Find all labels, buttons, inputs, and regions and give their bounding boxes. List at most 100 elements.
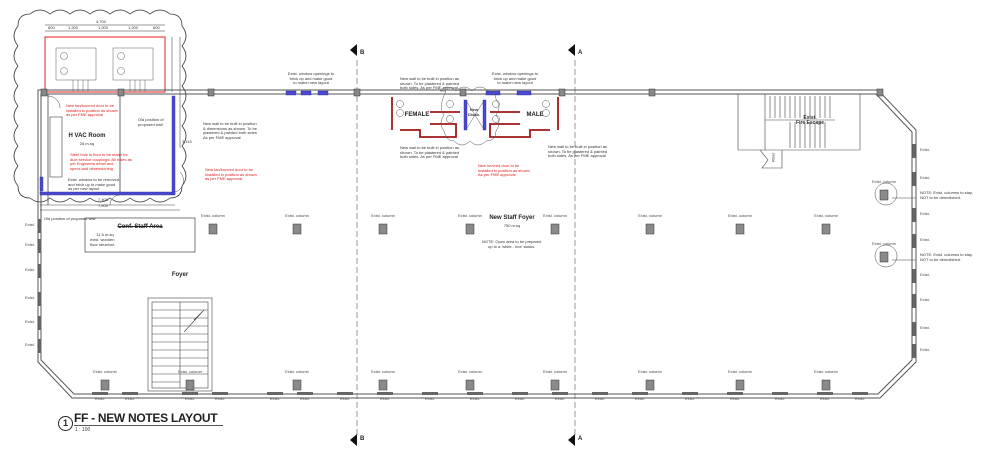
- section-a-label: A: [578, 50, 583, 56]
- exist-window-label: Exist.: [125, 396, 135, 401]
- column-label: Exist. column: [178, 369, 202, 374]
- room-area-conf: 11.6 m.sq: [96, 232, 114, 237]
- column-label: Exist. column: [814, 369, 838, 374]
- revision-cloud-column: [874, 182, 916, 268]
- existing-column: [550, 379, 560, 391]
- exist-window-label: Exist.: [25, 267, 35, 272]
- exist-window-label: Exist.: [25, 222, 35, 227]
- column-label: Exist. column: [638, 369, 662, 374]
- existing-column: [645, 223, 655, 235]
- existing-column: [735, 223, 745, 235]
- exist-window-label: Exist.: [270, 396, 280, 401]
- exist-window: [38, 292, 42, 306]
- exist-window: [122, 392, 138, 395]
- exist-window: [912, 322, 916, 336]
- room-name-staff-foyer: New Staff Foyer: [489, 215, 535, 221]
- hvac-unit: [55, 47, 154, 92]
- exist-window: [852, 392, 868, 395]
- exist-window: [912, 344, 916, 358]
- exist-window: [38, 316, 42, 330]
- dimension: 1,000: [98, 25, 109, 30]
- conf-staff-area-box: [84, 217, 196, 253]
- column-label: Exist. column: [93, 369, 117, 374]
- exist-window-label: Exist.: [775, 396, 785, 401]
- note-disab-door: New louvred door to be installed in posi…: [478, 163, 530, 178]
- exist-window-label: Exist.: [25, 319, 35, 324]
- exist-window: [912, 172, 916, 186]
- exist-window-label: Exist.: [855, 396, 865, 401]
- exist-window-label: Exist.: [820, 396, 830, 401]
- door-swing: [109, 194, 121, 206]
- room-name-riser: Riser: [770, 152, 776, 162]
- column-label: Exist. column: [458, 213, 482, 218]
- exist-window: [912, 234, 916, 248]
- note-columns-stay-1: NOTE: Exist. columns to stay. NOT to be …: [920, 190, 973, 200]
- door-swing: [174, 171, 184, 193]
- existing-column: [292, 379, 302, 391]
- existing-column: [378, 223, 388, 235]
- column-label: Exist. column: [728, 213, 752, 218]
- column-label: Exist. column: [814, 213, 838, 218]
- dimension: 3,115: [182, 139, 192, 144]
- existing-column: [292, 223, 302, 235]
- exist-window-label: Exist.: [340, 396, 350, 401]
- existing-column: [645, 379, 655, 391]
- section-line: [356, 60, 576, 438]
- column-label: Exist. column: [638, 213, 662, 218]
- existing-column: [821, 379, 831, 391]
- exist-window: [912, 144, 916, 158]
- dimension: 7,400: [98, 197, 109, 202]
- exist-window: [912, 294, 916, 308]
- column-label: Exist. column: [872, 241, 896, 246]
- room-name-disabled: New Disab.: [468, 107, 481, 117]
- section-b-label: B: [360, 50, 365, 56]
- exist-window: [682, 392, 698, 395]
- section-marker-icon: [350, 44, 575, 446]
- revision-cloud-hvac: [13, 9, 187, 203]
- dimension-overall: 4,700: [96, 19, 107, 24]
- toilet-block: [391, 97, 559, 138]
- exist-window: [182, 392, 198, 395]
- exist-window-label: Exist.: [185, 396, 195, 401]
- wall-column: [353, 88, 361, 97]
- note-window-left: Exist. window openings to brick up and m…: [288, 71, 335, 86]
- floor-opening: [49, 116, 63, 178]
- exist-window-label: Exist.: [95, 396, 105, 401]
- column-label: Exist. column: [543, 213, 567, 218]
- column-label: Exist. column: [285, 369, 309, 374]
- exist-window: [38, 219, 42, 233]
- exist-window-label: Exist.: [300, 396, 310, 401]
- existing-column: [100, 379, 110, 391]
- exist-window-label: Exist.: [515, 396, 525, 401]
- column-label: Exist. column: [458, 369, 482, 374]
- note-old-wall-bottom: Old position of proposed wall: [44, 216, 96, 221]
- wall-column: [40, 88, 48, 97]
- exist-window-label: Exist.: [920, 347, 930, 352]
- door-swing: [47, 95, 61, 109]
- exist-window-label: Exist.: [25, 242, 35, 247]
- column-label: Exist. column: [371, 213, 395, 218]
- exist-window-label: Exist.: [25, 295, 35, 300]
- wall-column: [207, 88, 215, 97]
- exist-window: [267, 392, 283, 395]
- note-wall-female-top: New wall to be built in position as show…: [400, 76, 460, 91]
- dimension: 600: [153, 25, 160, 30]
- wall-column: [648, 88, 656, 97]
- exist-window-label: Exist.: [470, 396, 480, 401]
- note-wall-female-bottom: New wall to be built in position as show…: [400, 145, 460, 160]
- fire-escape-stair: [737, 94, 861, 169]
- exist-window: [912, 208, 916, 222]
- exist-window: [92, 392, 108, 395]
- note-wall-removed: Exist. window to be removed and brick up…: [68, 177, 119, 192]
- exist-window-label: Exist.: [920, 237, 930, 242]
- section-a-label-bottom: A: [578, 436, 583, 442]
- exist-window: [38, 239, 42, 253]
- exist-window: [212, 392, 228, 395]
- wall-column: [558, 88, 566, 97]
- exist-window-label: Exist.: [215, 396, 225, 401]
- column-label: Exist. column: [543, 369, 567, 374]
- exist-window-label: Exist.: [380, 396, 390, 401]
- new-wall-blue: [39, 90, 532, 196]
